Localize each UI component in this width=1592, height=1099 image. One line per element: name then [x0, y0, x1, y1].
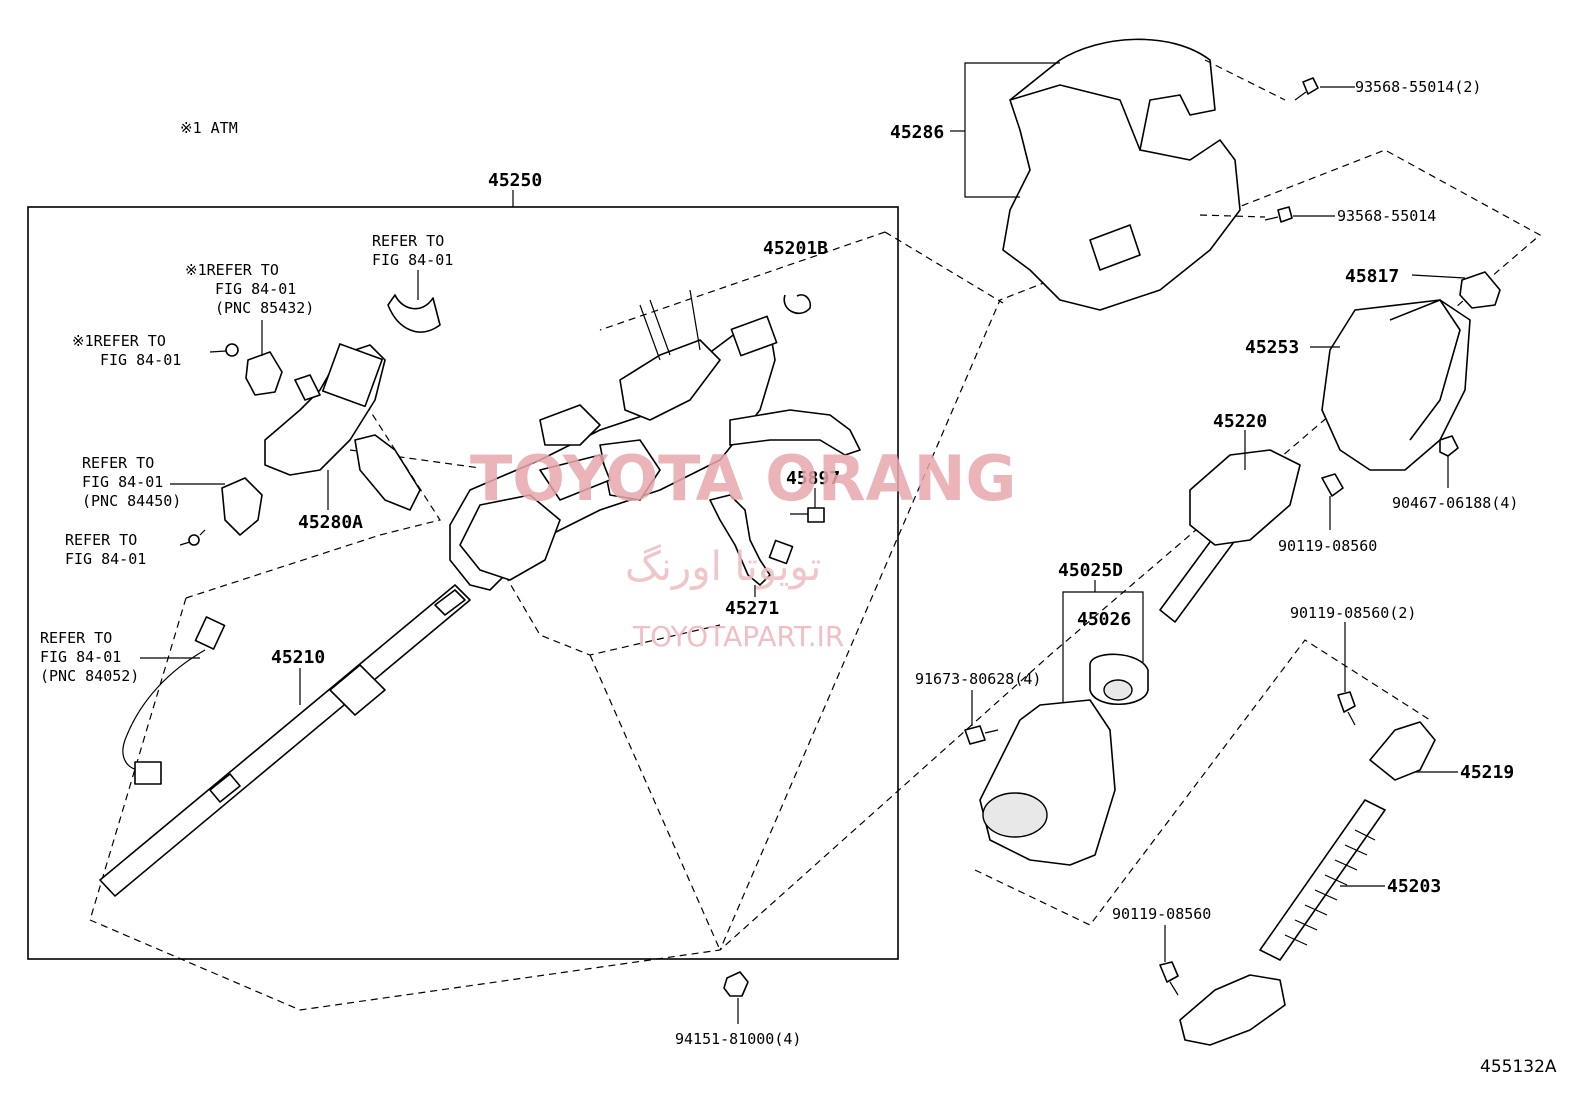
bolt-90119-08560-lower[interactable] [1159, 961, 1179, 996]
bracket-45271[interactable] [709, 494, 794, 586]
label-45219[interactable]: 45219 [1460, 762, 1514, 783]
connector-pnc84450[interactable] [221, 477, 263, 536]
label-45025D[interactable]: 45025D [1058, 560, 1123, 581]
bolt-left-lower[interactable] [179, 529, 206, 546]
column-boot-45025D[interactable] [979, 699, 1116, 866]
refer-r4: REFER TO FIG 84-01 (PNC 84450) [82, 454, 181, 510]
dashed-envelope-main [884, 231, 1004, 304]
joint-yoke-45219[interactable] [1369, 721, 1436, 781]
refer-r2: ※1REFER TO FIG 84-01 (PNC 85432) [185, 261, 314, 317]
watermark-brand: TOYOTA ORANG [470, 442, 1016, 515]
label-45201B[interactable]: 45201B [763, 238, 828, 259]
label-90467-06188[interactable]: 90467-06188(4) [1392, 494, 1518, 512]
connector-pnc85432[interactable] [245, 351, 283, 396]
atm-note: ※1 ATM [180, 119, 238, 137]
ignition-lock-housing-45280A[interactable] [264, 343, 421, 511]
column-cover-45286[interactable] [1002, 38, 1241, 311]
refer-r5: REFER TO FIG 84-01 [65, 531, 146, 568]
bolt-45897[interactable] [790, 507, 825, 523]
screw-93568-55014-upper[interactable] [1294, 77, 1319, 101]
column-hole-cover-45253[interactable] [1321, 299, 1471, 471]
label-45271[interactable]: 45271 [725, 598, 779, 619]
bearing-45026[interactable] [1089, 653, 1149, 706]
label-45220[interactable]: 45220 [1213, 411, 1267, 432]
sensor-wire-pnc84052[interactable] [122, 616, 226, 785]
bolt-90119-08560-2[interactable] [1337, 691, 1356, 726]
screw-93568-55014-lower[interactable] [1264, 206, 1293, 223]
refer-r6: REFER TO FIG 84-01 (PNC 84052) [40, 629, 139, 685]
label-90119-08560-a[interactable]: 90119-08560 [1278, 537, 1377, 555]
label-45280A[interactable]: 45280A [298, 512, 363, 533]
clamp-top[interactable] [387, 294, 441, 333]
assembly-frame-45250 [27, 206, 899, 960]
label-90119-08560-b[interactable]: 90119-08560 [1112, 905, 1211, 923]
label-45210[interactable]: 45210 [271, 647, 325, 668]
bolt-91673-80628[interactable] [964, 725, 999, 745]
steering-column-assembly [449, 289, 861, 591]
label-90119-08560-2[interactable]: 90119-08560(2) [1290, 604, 1416, 622]
watermark-url: TOYOTAPART.IR [632, 620, 844, 653]
universal-joint-45220[interactable] [1159, 449, 1301, 623]
clip-90467-06188[interactable] [1439, 435, 1459, 457]
label-45250[interactable]: 45250 [488, 170, 542, 191]
label-45253[interactable]: 45253 [1245, 337, 1299, 358]
main-shaft-45210[interactable] [99, 584, 471, 897]
refer-r3: ※1REFER TO FIG 84-01 [72, 332, 181, 369]
label-45817[interactable]: 45817 [1345, 266, 1399, 287]
label-93568-55014-2[interactable]: 93568-55014(2) [1355, 78, 1481, 96]
watermark-persian: تویوتا اورنگ [625, 544, 821, 590]
nut-94151-81000[interactable] [723, 971, 749, 997]
figure-code: 455132A [1480, 1057, 1557, 1077]
grommet-45817[interactable] [1459, 271, 1501, 309]
label-93568-55014[interactable]: 93568-55014 [1337, 207, 1436, 225]
label-45897[interactable]: 45897 [786, 468, 840, 489]
bolt-left-upper[interactable] [209, 343, 239, 357]
label-45286[interactable]: 45286 [890, 122, 944, 143]
label-91673-80628[interactable]: 91673-80628(4) [915, 670, 1041, 688]
label-45203[interactable]: 45203 [1387, 876, 1441, 897]
label-94151-81000[interactable]: 94151-81000(4) [675, 1030, 801, 1048]
lower-shaft-45203[interactable] [1179, 799, 1386, 1046]
refer-r1: REFER TO FIG 84-01 [372, 232, 453, 269]
snap-ring-45201B[interactable] [783, 294, 812, 314]
bolt-90119-08560-upper[interactable] [1321, 473, 1344, 497]
label-45026[interactable]: 45026 [1077, 609, 1131, 630]
